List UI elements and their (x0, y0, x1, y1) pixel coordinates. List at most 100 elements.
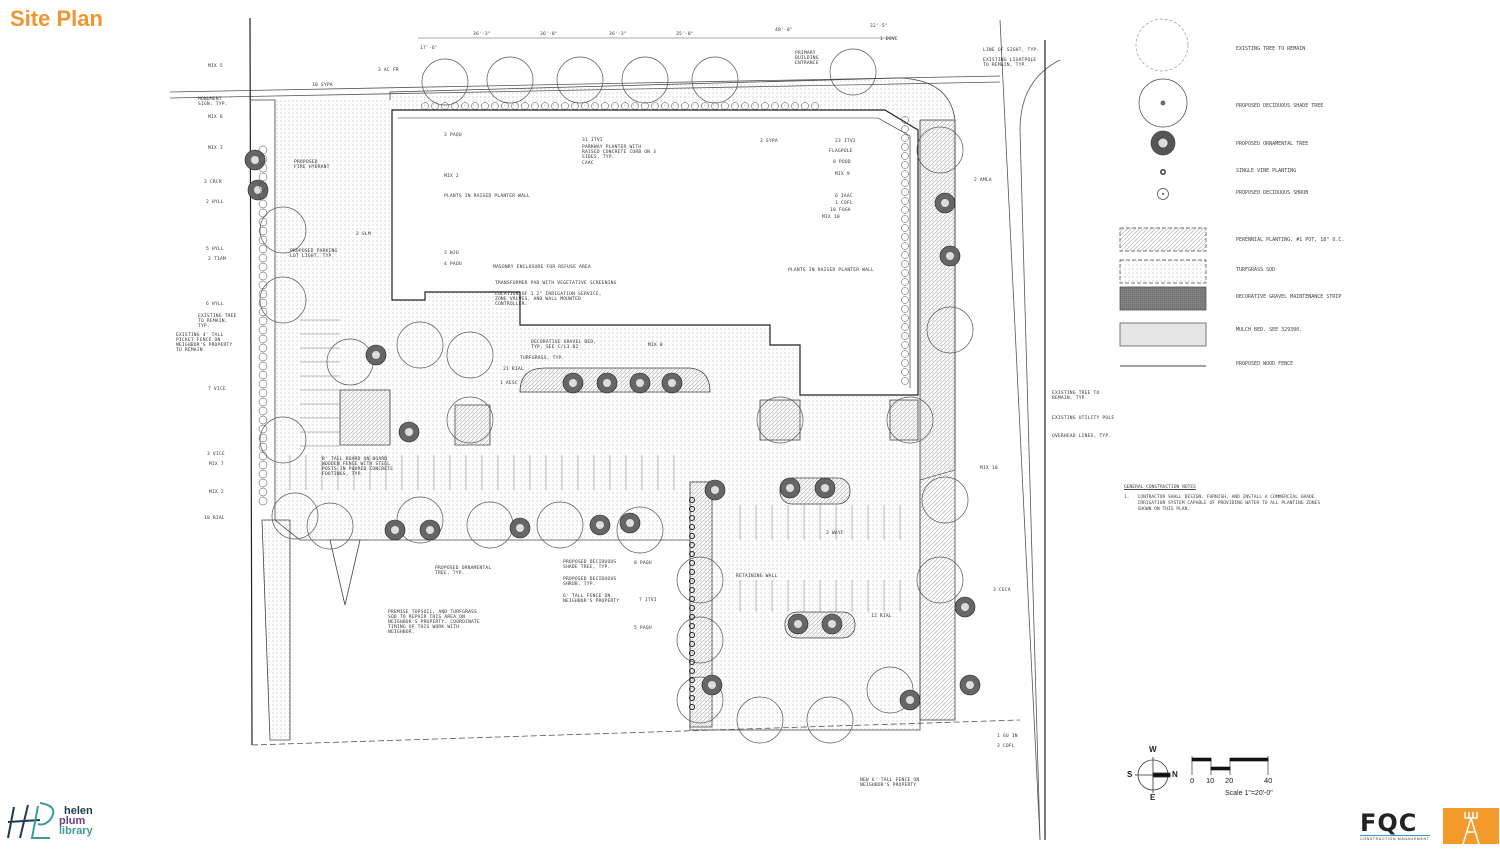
shrub-icon (258, 172, 268, 182)
shrub-icon (901, 269, 909, 277)
shrub-icon (551, 102, 559, 110)
plan-label: MIX 10 (980, 466, 998, 471)
vine-icon (689, 614, 695, 620)
shrub-icon (258, 217, 268, 227)
shrub-icon (901, 359, 909, 367)
shrub-icon (811, 102, 819, 110)
plan-label: 0 POOD (833, 160, 851, 165)
plan-label: PREMISE TOPSOIL, AND TURFGRASS SOD TO RE… (388, 610, 480, 635)
shrub-icon (801, 102, 809, 110)
shrub-icon (711, 102, 719, 110)
shrub-icon (481, 102, 489, 110)
ornamental-tree-icon (569, 379, 577, 387)
shade-tree-icon (886, 396, 934, 444)
shrub-icon (1157, 188, 1169, 200)
plan-label: 7 ITVI (639, 598, 657, 603)
dimension: 17'-6" (420, 46, 438, 51)
ornamental-tree-icon (966, 681, 974, 689)
ornamental-tree-icon (372, 351, 380, 359)
ornamental-tree-icon (961, 603, 969, 611)
shade-tree-icon (306, 502, 354, 550)
shrub-icon (511, 102, 519, 110)
plan-label: MIX 10 (822, 215, 840, 220)
vine-icon (689, 650, 695, 656)
north-arrow (1135, 757, 1171, 793)
shrub-icon (901, 215, 909, 223)
plan-label: MASONRY ENCLOSURE FOR REFUSE AREA (493, 265, 591, 270)
shrub-icon (258, 280, 268, 290)
logo-word: helen (64, 805, 93, 817)
note-item: 1. CONTRACTOR SHALL DESIGN, FURNISH, AND… (1124, 495, 1324, 513)
plan-label: 10 RIAL (204, 516, 225, 521)
ornamental-tree-icon (516, 524, 524, 532)
plan-label: EXISTING TREE TO REMAIN, TYP. (198, 314, 237, 329)
plan-label: 8' TALL BOARD ON BOARD WOODEN FENCE WITH… (322, 457, 394, 477)
shrub-icon (631, 102, 639, 110)
plan-label: 7 VICE (208, 387, 226, 392)
plan-label: 2 HYLL (206, 200, 224, 205)
compass-south: S (1127, 770, 1133, 779)
plan-label: MIX 2 (444, 174, 459, 179)
shrub-icon (258, 361, 268, 371)
general-construction-notes: GENERAL CONSTRUCTION NOTES 1. CONTRACTOR… (1124, 485, 1324, 513)
shrub-icon (901, 170, 909, 178)
shade-tree-icon (421, 58, 469, 106)
scale-tick: 20 (1225, 776, 1234, 785)
note-number: 1. (1124, 495, 1130, 500)
vine-icon (689, 533, 695, 539)
shade-tree-icon (676, 556, 724, 604)
plan-label: 3 COFL (997, 744, 1015, 749)
dimension: 35'-0" (676, 32, 694, 37)
legend-label: DECORATIVE GRAVEL MAINTENANCE STRIP (1236, 294, 1342, 300)
plan-label: 5 HYLL (206, 247, 224, 252)
shrub-icon (621, 102, 629, 110)
ornamental-tree-icon (603, 379, 611, 387)
shrub-icon (258, 316, 268, 326)
shrub-icon (258, 415, 268, 425)
dimension: 36'-3" (473, 32, 491, 37)
plan-label: RETAINING WALL (736, 574, 778, 579)
shade-tree-icon (676, 676, 724, 724)
shrub-icon (681, 102, 689, 110)
shade-tree-icon (691, 56, 739, 104)
shrub-icon (431, 102, 439, 110)
shrub-icon (651, 102, 659, 110)
plan-label: 1 AESC (500, 381, 518, 386)
plan-label: 3 VICE (207, 452, 225, 457)
ornamental-tree-icon (626, 519, 634, 527)
plan-label: 1 DOVE (880, 37, 898, 42)
legend-label: SINGLE VINE PLANTING (1236, 168, 1297, 174)
shade-tree-icon (921, 476, 969, 524)
shade-tree-icon (486, 56, 534, 104)
shade-tree-icon (446, 331, 494, 379)
shrub-icon (258, 370, 268, 380)
ornamental-tree-icon (946, 252, 954, 260)
shrub-icon (258, 451, 268, 461)
notes-heading: GENERAL CONSTRUCTION NOTES (1124, 485, 1196, 490)
plan-label: MIX 7 (209, 462, 224, 467)
shade-tree-icon (446, 396, 494, 444)
shade-tree-icon (829, 48, 877, 96)
legend-label: TURFGRASS SOD (1236, 267, 1276, 273)
shrub-icon (571, 102, 579, 110)
trees (244, 48, 981, 744)
plan-label: 3 CECA (993, 588, 1011, 593)
shrub-icon (901, 179, 909, 187)
dimension: 36'-3" (609, 32, 627, 37)
plan-label: 2 TIAM (208, 257, 226, 262)
shrub-icon (901, 143, 909, 151)
shrub-icon (901, 332, 909, 340)
shrub-icon (771, 102, 779, 110)
shrub-icon (258, 145, 268, 155)
ornamental-tree-icon (426, 526, 434, 534)
vine-icon (689, 524, 695, 530)
shrub-icon (258, 181, 268, 191)
shade-tree-icon (271, 492, 319, 540)
turf-hatch (1119, 259, 1207, 284)
shrub-icon (591, 102, 599, 110)
ornamental-tree-icon (941, 199, 949, 207)
helen-plum-library-logo: helen plum library (54, 805, 93, 837)
shrub-icon (901, 377, 909, 385)
scale-tick: 10 (1206, 776, 1215, 785)
shrub-icon (451, 102, 459, 110)
